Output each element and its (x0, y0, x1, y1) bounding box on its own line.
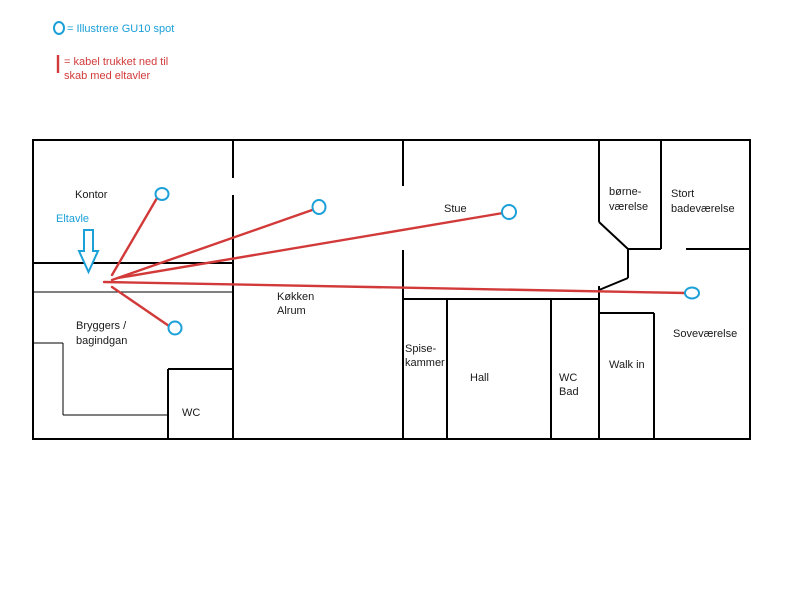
legend-cable-text-line2: skab med eltavler (64, 70, 151, 82)
spot-kontor-icon (154, 187, 170, 201)
room-kontor: Kontor (75, 189, 108, 201)
room-borne-line1: børne- (609, 186, 642, 198)
room-wcbad-line2: Bad (559, 386, 579, 398)
cable-stue-spot (116, 211, 505, 280)
outer-wall (32, 139, 751, 440)
room-spise-line2: kammer (405, 357, 445, 369)
room-spise-line1: Spise- (405, 343, 437, 355)
door-hallway (598, 277, 629, 291)
down-arrow-icon (77, 229, 100, 275)
room-hall: Hall (470, 372, 489, 384)
eltavle-marker: Eltavle (56, 213, 100, 275)
spots (154, 187, 700, 336)
legend-cable-text-line1: = kabel trukket ned til (64, 56, 168, 68)
legend-spot-text: = Illustrere GU10 spot (67, 23, 174, 35)
room-stort-line1: Stort (671, 188, 694, 200)
spot-stue-icon (501, 204, 517, 220)
room-bryggers-line2: bagindgan (76, 335, 127, 347)
legend-spot-icon (53, 21, 65, 35)
legend: = Illustrere GU10 spot = kabel trukket n… (53, 21, 174, 82)
cables (102, 196, 688, 328)
room-walkin: Walk in (609, 359, 645, 371)
spot-sove-icon (684, 286, 700, 300)
cable-bryggers-spot (110, 285, 171, 328)
cable-sove-spot (102, 280, 688, 295)
room-borne-line2: værelse (609, 201, 648, 213)
room-sove: Soveværelse (673, 328, 737, 340)
room-bryggers-line1: Bryggers / (76, 320, 127, 332)
walls (32, 139, 751, 440)
room-kokken-line1: Køkken (277, 291, 314, 303)
room-stort-line2: badeværelse (671, 203, 735, 215)
spot-bryggers-icon (167, 320, 183, 336)
door-borne (598, 221, 629, 250)
spot-kitchen-icon (311, 199, 327, 215)
cable-kontor-spot (110, 196, 159, 277)
room-kokken-line2: Alrum (277, 305, 306, 317)
room-stue: Stue (444, 203, 467, 215)
cable-kitchen-spot (110, 207, 317, 282)
room-labels: Kontor Bryggers / bagindgan WC Køkken Al… (75, 186, 737, 419)
room-wc-left: WC (182, 407, 200, 419)
eltavle-label: Eltavle (56, 213, 89, 225)
room-wcbad-line1: WC (559, 372, 577, 384)
